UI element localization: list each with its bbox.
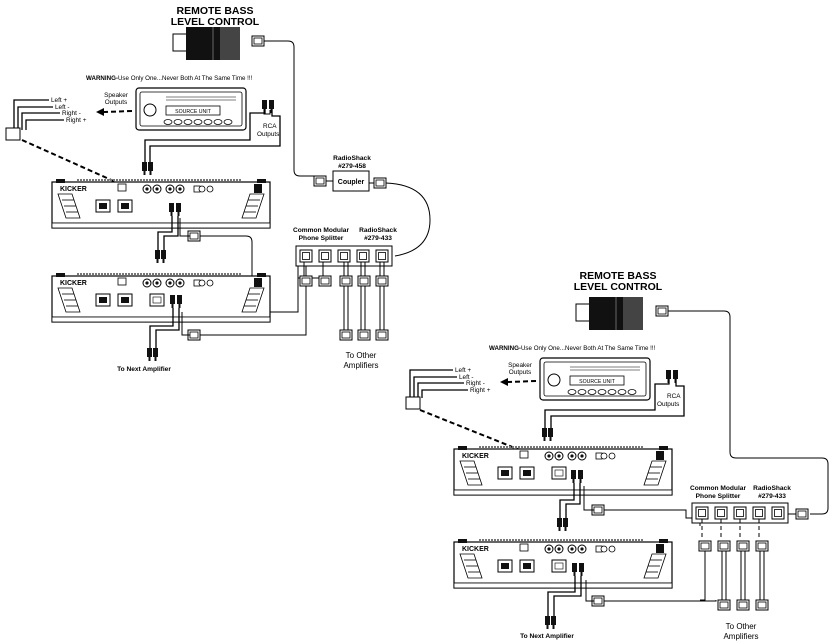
speaker-outputs-2b: Outputs (509, 369, 531, 376)
speaker-dash-1 (103, 110, 133, 113)
amp4-out-wire-b (553, 576, 582, 620)
rs433-title-1a: RadioShack (359, 227, 397, 234)
rs433-title-2b: #279-433 (758, 493, 786, 500)
to-other-amps-1a: To Other (346, 351, 377, 360)
amp-brand-2: KICKER (60, 280, 87, 287)
amplifier-3 (453, 445, 673, 496)
remote-bass-title-1b: LEVEL CONTROL (171, 16, 260, 28)
right-minus-2: Right - (466, 380, 485, 387)
amplifier-4 (453, 538, 673, 589)
speaker-dash-2 (507, 380, 537, 383)
amp3-remote-wire (604, 509, 701, 526)
rca-wire-2a (544, 379, 670, 428)
splitter-title-1a: Common Modular (293, 227, 349, 234)
splitter-title-2b: Phone Splitter (696, 493, 741, 500)
rca-outputs-2b: Outputs (657, 401, 679, 408)
amp-brand-4: KICKER (462, 546, 489, 553)
to-other-amps-2b: Amplifiers (723, 632, 758, 641)
left-minus-1: Left - (55, 104, 70, 111)
rca-outputs-1b: Outputs (257, 131, 279, 138)
speaker-wires-1 (5, 99, 64, 141)
amp3-out-wire-a (559, 483, 575, 518)
coupler-label: Coupler (338, 179, 365, 186)
coupler-title-1b: #279-458 (338, 163, 366, 170)
remote-bass-title-2: REMOTE BASS (579, 270, 656, 282)
coupler-title-1a: RadioShack (333, 155, 371, 162)
right-plus-2: Right + (470, 387, 491, 394)
speaker-to-amp-1 (21, 139, 119, 184)
left-plus-2: Left + (455, 367, 471, 374)
amp-brand-1: KICKER (60, 186, 87, 193)
splitter-title-2a: Common Modular (690, 485, 746, 492)
system-bottom-right: REMOTE BASS LEVEL CONTROL WARNING-Use On… (405, 270, 829, 641)
speaker-wires-2 (405, 369, 468, 410)
splitter-title-1b: Phone Splitter (299, 235, 344, 242)
remote-plug-2 (655, 305, 669, 317)
remote-wire-2 (668, 310, 829, 515)
remote-bass-knob-2 (575, 297, 643, 330)
remote-bass-knob-1 (172, 27, 240, 60)
amp-brand-3: KICKER (462, 453, 489, 460)
rs433-title-2a: RadioShack (753, 485, 791, 492)
left-plus-1: Left + (51, 97, 67, 104)
to-next-amp-2: To Next Amplifier (520, 633, 574, 640)
amp1-out-wire-a (157, 216, 173, 250)
right-minus-1: Right - (62, 110, 81, 117)
amp3-out-wire-b (565, 483, 581, 518)
speaker-outputs-1a: Speaker (104, 92, 129, 99)
amp1-out-wire-b (163, 216, 179, 250)
source-unit-label-1: SOURCE UNIT (175, 109, 212, 115)
remote-bass-title-2b: LEVEL CONTROL (574, 281, 663, 293)
source-unit-2 (539, 357, 651, 401)
speaker-to-amp-2 (419, 409, 521, 451)
coupler-plug-in (313, 175, 327, 187)
remote-plug-1 (251, 35, 265, 47)
rca-outputs-2a: RCA (667, 393, 681, 400)
splitter-2-input-plug (795, 508, 809, 520)
source-unit-label-2: SOURCE UNIT (579, 379, 616, 385)
speaker-outputs-2a: Speaker (508, 362, 533, 369)
system-top-left: REMOTE BASS LEVEL CONTROL WARNING-Use On… (5, 5, 431, 373)
to-other-amps-1b: Amplifiers (343, 361, 378, 370)
rca-wire-2b (550, 379, 685, 428)
amp4-remote-wire (604, 600, 717, 602)
remote-bass-title-1: REMOTE BASS (176, 5, 253, 17)
coupler-plug-out (373, 177, 387, 189)
amp4-out-wire-a (547, 576, 576, 620)
coupler-to-splitter-wire (385, 182, 431, 257)
right-plus-1: Right + (66, 117, 87, 124)
to-next-amp-1: To Next Amplifier (117, 366, 171, 373)
warning-1: WARNING-Use Only One...Never Both At The… (86, 75, 253, 82)
rca-wire-1a (144, 109, 266, 162)
amp2-out-wire-b (155, 308, 180, 354)
rca-outputs-1a: RCA (263, 123, 277, 130)
rca-wire-1b (149, 109, 281, 162)
amp2-out-wire-a (149, 308, 174, 354)
remote-wire-1 (264, 40, 314, 177)
to-other-amps-2a: To Other (726, 622, 757, 631)
left-minus-2: Left - (459, 374, 474, 381)
source-unit-1 (135, 87, 247, 131)
rs433-title-1b: #279-433 (364, 235, 392, 242)
warning-2: WARNING-Use Only One...Never Both At The… (489, 345, 656, 352)
amplifier-2 (51, 272, 271, 323)
speaker-outputs-1b: Outputs (105, 99, 127, 106)
